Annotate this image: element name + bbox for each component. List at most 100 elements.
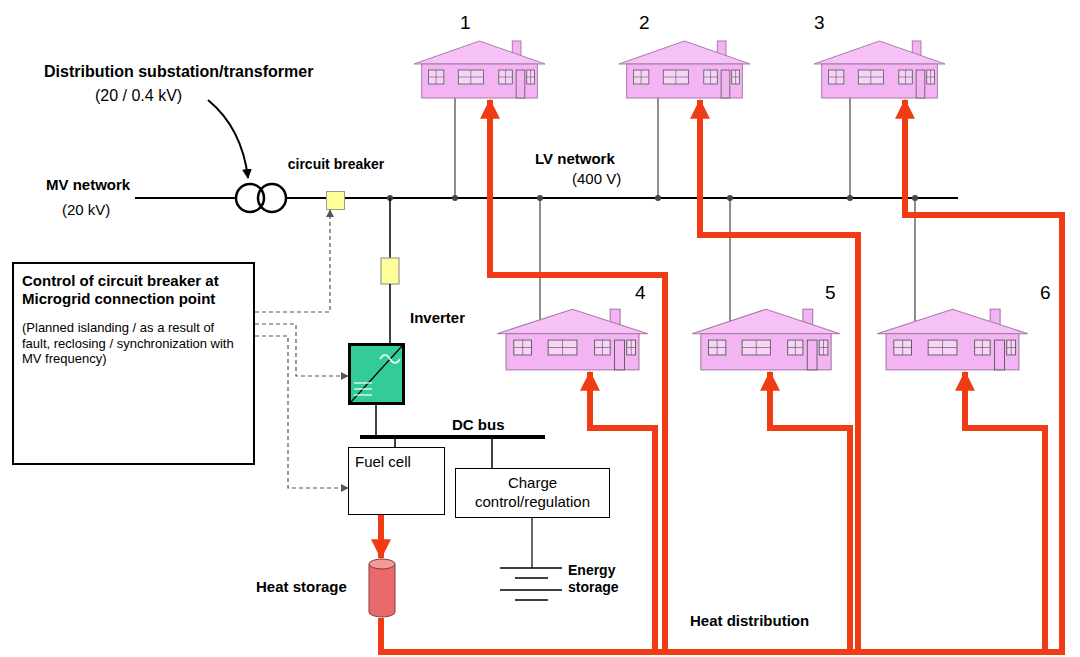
battery-plate: [500, 589, 562, 591]
battery-symbol: [500, 568, 562, 600]
house-door: [516, 70, 525, 98]
house-drawing: [617, 38, 752, 100]
house-window: [428, 70, 443, 84]
junction-dot: [537, 195, 543, 201]
bus-label: DC bus: [452, 416, 505, 434]
network-label: LV network: [535, 150, 615, 168]
part-label: Heat storage: [256, 578, 347, 595]
window-bar: [708, 347, 725, 348]
lv-bus-line: [286, 197, 958, 199]
junction-dot: [452, 195, 458, 201]
control-box: Control of circuit breaker at Microgrid …: [12, 262, 255, 465]
tank-body: [369, 564, 395, 617]
house-wall: [701, 334, 831, 370]
window-bar: [548, 347, 577, 348]
house-feeders: [455, 98, 915, 325]
house: 6: [875, 306, 1030, 372]
window-bar: [828, 77, 843, 78]
house: 5: [690, 306, 842, 372]
house-roof: [692, 309, 840, 333]
window-bar: [899, 77, 913, 78]
part-label: circuit breaker: [288, 156, 385, 172]
house-window: [742, 340, 770, 355]
house-door: [615, 340, 625, 370]
part-label: Fuel cell: [355, 453, 438, 472]
circuit-breaker: circuit breaker: [286, 156, 386, 210]
house-window: [527, 70, 535, 84]
battery-plate: [515, 599, 548, 601]
house-roof: [619, 41, 750, 64]
house-wall: [886, 334, 1019, 370]
window-bar: [819, 347, 828, 348]
house-window: [595, 340, 611, 355]
junction-dot: [912, 195, 918, 201]
tank-symbol: [368, 558, 396, 618]
network-label: MV network: [46, 176, 130, 194]
house-number: 6: [1040, 282, 1051, 304]
house-drawing: [875, 306, 1030, 372]
control-signal: [255, 210, 330, 312]
house-door: [721, 70, 730, 98]
network-rating: (20 kV): [62, 201, 110, 219]
heat-pipe: [381, 100, 858, 652]
house-door: [916, 70, 925, 98]
house-window: [975, 340, 991, 355]
house-window: [828, 70, 843, 84]
transformer-rating: (20 / 0.4 kV): [95, 86, 182, 105]
window-bar: [858, 77, 883, 78]
house-wall: [627, 64, 743, 98]
window-bar: [595, 347, 611, 348]
house-number: 2: [639, 12, 650, 34]
house-roof: [414, 41, 545, 64]
house-window: [899, 70, 913, 84]
house-window: [708, 340, 725, 355]
house-roof: [877, 309, 1028, 333]
charge-control-box: Charge control/regulation: [455, 468, 610, 518]
house-number: 5: [825, 282, 836, 304]
battery-plate: [500, 567, 562, 569]
inverter-breaker: [381, 258, 399, 284]
window-bar: [458, 77, 483, 78]
house-window: [548, 340, 577, 355]
heat-distribution-label: Heat distribution: [690, 612, 809, 630]
feeder-wire: [729, 198, 730, 325]
house-window: [627, 340, 636, 355]
house: 2: [617, 38, 752, 100]
box-note: (Planned islanding / as a result of faul…: [22, 320, 245, 367]
house-window: [663, 70, 688, 84]
window-bar: [732, 77, 740, 78]
junction-dot: [847, 195, 853, 201]
battery-plate: [515, 577, 548, 579]
window-bar: [742, 347, 770, 348]
house-drawing: [690, 306, 842, 372]
window-bar: [894, 347, 912, 348]
house-window: [927, 70, 935, 84]
feeder-wire: [454, 98, 455, 198]
dc-stroke: [354, 382, 372, 383]
inverter-feed-wire: [389, 284, 391, 345]
heat-pipe: [381, 100, 1062, 652]
control-signal: [255, 324, 348, 376]
window-bar: [633, 77, 648, 78]
house-window: [894, 340, 912, 355]
network-rating: (400 V): [572, 170, 621, 188]
house-window: [633, 70, 648, 84]
breaker-symbol: [326, 191, 345, 210]
house-window: [458, 70, 483, 84]
house-roof: [814, 41, 945, 64]
heat-pipe: [381, 372, 1045, 652]
box-heading: Control of circuit breaker at Microgrid …: [22, 272, 245, 308]
house-roof: [497, 309, 648, 333]
dc-bus-bar: [360, 435, 545, 439]
window-bar: [928, 347, 957, 348]
house-door: [807, 340, 817, 370]
inverter-symbol: [348, 343, 405, 405]
heat-storage-tank: Heat storage: [368, 558, 396, 618]
house-window: [704, 70, 718, 84]
dc-wire: [491, 437, 493, 469]
window-bar: [428, 77, 443, 78]
window-bar: [627, 347, 636, 348]
house-wall: [506, 334, 639, 370]
house-window: [819, 340, 828, 355]
window-bar: [1007, 347, 1016, 348]
